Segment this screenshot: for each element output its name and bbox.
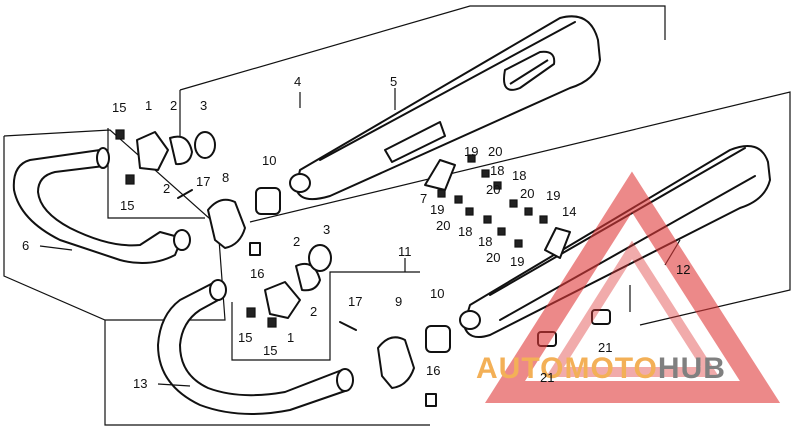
callout-5: 5 bbox=[390, 74, 397, 89]
callout-13: 13 bbox=[133, 376, 147, 391]
upper-muffler bbox=[289, 15, 601, 201]
upper-exhaust-pipe bbox=[12, 147, 191, 265]
callout-16: 16 bbox=[426, 363, 440, 378]
callout-19: 19 bbox=[510, 254, 524, 269]
callout-20: 20 bbox=[436, 218, 450, 233]
callout-18: 18 bbox=[512, 168, 526, 183]
watermark-triangle bbox=[484, 171, 781, 403]
watermark-brand-grey: HUB bbox=[658, 352, 726, 385]
callout-20: 20 bbox=[488, 144, 502, 159]
callout-2: 2 bbox=[163, 181, 170, 196]
callout-3: 3 bbox=[200, 98, 207, 113]
callout-3: 3 bbox=[323, 222, 330, 237]
callout-20: 20 bbox=[520, 186, 534, 201]
callout-15: 15 bbox=[238, 330, 252, 345]
svg-text:AUTOMOTOHUB: AUTOMOTOHUB bbox=[476, 352, 726, 385]
callout-17: 17 bbox=[196, 174, 210, 189]
callout-21: 21 bbox=[540, 370, 554, 385]
callout-19: 19 bbox=[546, 188, 560, 203]
lower-exhaust-pipe bbox=[157, 279, 354, 415]
callout-14: 14 bbox=[562, 204, 576, 219]
callout-17: 17 bbox=[348, 294, 362, 309]
callout-20: 20 bbox=[486, 182, 500, 197]
callout-19: 19 bbox=[430, 202, 444, 217]
callout-9: 9 bbox=[395, 294, 402, 309]
watermark-brand-orange: AUTOMOTO bbox=[476, 352, 658, 385]
callout-2: 2 bbox=[170, 98, 177, 113]
small-parts bbox=[115, 129, 611, 407]
callout-10: 10 bbox=[430, 286, 444, 301]
callout-15: 15 bbox=[263, 343, 277, 358]
watermark-triangle-inner bbox=[545, 240, 720, 377]
watermark-logo: AUTOMOTOHUB bbox=[476, 171, 781, 403]
callout-6: 6 bbox=[22, 238, 29, 253]
callout-1: 1 bbox=[145, 98, 152, 113]
callout-4: 4 bbox=[294, 74, 301, 89]
callout-12: 12 bbox=[676, 262, 690, 277]
callout-16: 16 bbox=[250, 266, 264, 281]
callout-18: 18 bbox=[478, 234, 492, 249]
callout-2: 2 bbox=[310, 304, 317, 319]
callout-11: 11 bbox=[398, 244, 412, 259]
callout-20: 20 bbox=[486, 250, 500, 265]
lower-muffler bbox=[459, 145, 771, 338]
callout-10: 10 bbox=[262, 153, 276, 168]
callout-7: 7 bbox=[420, 191, 427, 206]
callout-18: 18 bbox=[490, 163, 504, 178]
callout-labels: 15 1 2 3 4 5 10 8 17 2 15 6 16 2 3 2 15 … bbox=[22, 74, 690, 391]
callout-1: 1 bbox=[287, 330, 294, 345]
callout-18: 18 bbox=[458, 224, 472, 239]
callout-21: 21 bbox=[598, 340, 612, 355]
callout-15: 15 bbox=[120, 198, 134, 213]
callout-2: 2 bbox=[293, 234, 300, 249]
callout-8: 8 bbox=[222, 170, 229, 185]
callout-19: 19 bbox=[464, 144, 478, 159]
callout-15: 15 bbox=[112, 100, 126, 115]
